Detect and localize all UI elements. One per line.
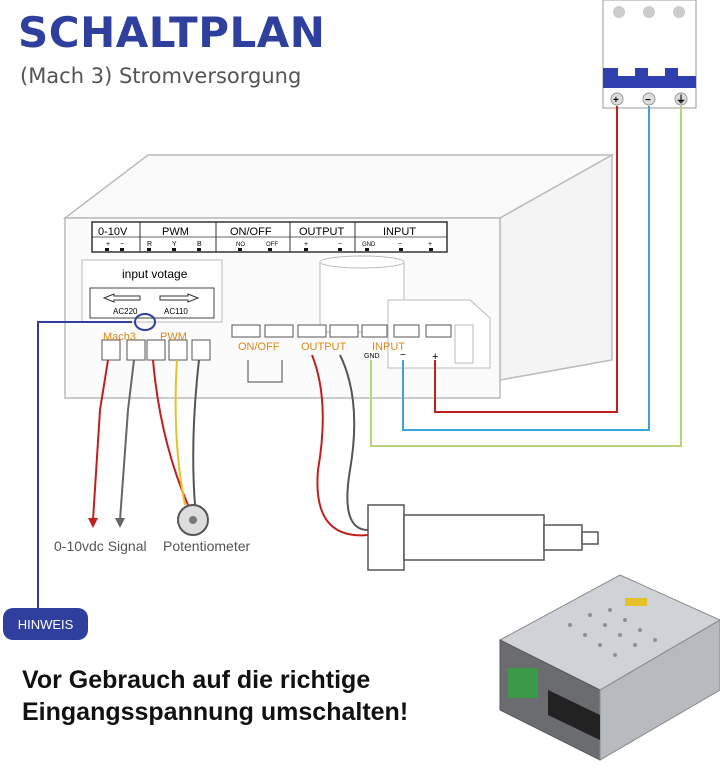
caption-signal: 0-10vdc Signal xyxy=(54,538,147,554)
input-wires xyxy=(370,106,682,447)
breaker-ground-symbol: ⏚ xyxy=(676,94,686,106)
circuit-breaker: + − ⏚ xyxy=(602,0,697,109)
breaker-minus-symbol: − xyxy=(645,95,651,106)
terminal-label-onoff: ON/OFF xyxy=(238,341,280,353)
strip-pin: OFF xyxy=(266,242,278,248)
strip-pin: NO xyxy=(236,242,245,248)
strip-group-onoff: ON/OFF xyxy=(230,226,272,238)
voltage-option-ac220: AC220 xyxy=(113,307,138,316)
voltage-switch-panel: input votage AC220 AC110 xyxy=(81,259,223,323)
strip-pin: − xyxy=(120,241,124,248)
input-wire-green xyxy=(370,106,682,447)
terminal-label-input: INPUT xyxy=(372,341,405,353)
terminal-label-mach3: Mach3 xyxy=(103,331,136,343)
page-title: SCHALTPLAN xyxy=(18,8,326,57)
caption-potentiometer: Potentiometer xyxy=(163,538,250,554)
strip-group-output: OUTPUT xyxy=(299,226,345,238)
page-subtitle: (Mach 3) Stromversorgung xyxy=(20,64,302,88)
signal-wire-red xyxy=(92,359,109,521)
strip-pin: GND xyxy=(362,242,376,248)
voltage-option-ac110: AC110 xyxy=(164,307,188,316)
warning-note-line: Eingangsspannung umschalten! xyxy=(22,698,409,726)
strip-pin: B xyxy=(197,241,202,248)
strip-pin: − xyxy=(398,241,402,248)
terminal-label-pwm: PWM xyxy=(160,331,187,343)
bottom-terminal-blocks: Mach3 PWM ON/OFF OUTPUT INPUT GND − + xyxy=(101,324,452,383)
strip-pin: − xyxy=(338,241,342,248)
input-wire-red xyxy=(434,106,618,413)
strip-pin: Y xyxy=(172,241,177,248)
spindle-motor-icon xyxy=(367,504,599,571)
breaker-plus-symbol: + xyxy=(613,95,619,106)
warning-note-line: Vor Gebrauch auf die richtige xyxy=(22,666,371,694)
signal-wires xyxy=(88,359,200,528)
terminal-label-plus: + xyxy=(432,351,438,363)
signal-wire-gray xyxy=(119,359,135,521)
input-wire-blue xyxy=(402,106,650,431)
strip-group-0-10v: 0-10V xyxy=(98,226,128,238)
hinweis-badge: HINWEIS xyxy=(3,608,88,640)
strip-pin: R xyxy=(147,241,152,248)
warning-note: Vor Gebrauch auf die richtige Eingangssp… xyxy=(22,664,408,728)
terminal-label-minus: − xyxy=(400,350,406,361)
strip-pin: + xyxy=(428,241,432,248)
power-supply-image xyxy=(498,574,720,761)
potentiometer-icon xyxy=(177,504,209,536)
strip-pin: + xyxy=(304,241,308,248)
terminal-label-gnd: GND xyxy=(364,353,380,360)
strip-group-pwm: PWM xyxy=(162,226,189,238)
hinweis-pointer xyxy=(37,313,156,610)
top-terminal-strip: 0-10V PWM ON/OFF OUTPUT INPUT + − R Y B … xyxy=(91,221,448,253)
terminal-label-output: OUTPUT xyxy=(301,341,347,353)
strip-group-input: INPUT xyxy=(383,226,416,238)
voltage-switch-label: input votage xyxy=(122,267,188,281)
output-wires xyxy=(311,354,369,537)
strip-pin: + xyxy=(106,241,110,248)
